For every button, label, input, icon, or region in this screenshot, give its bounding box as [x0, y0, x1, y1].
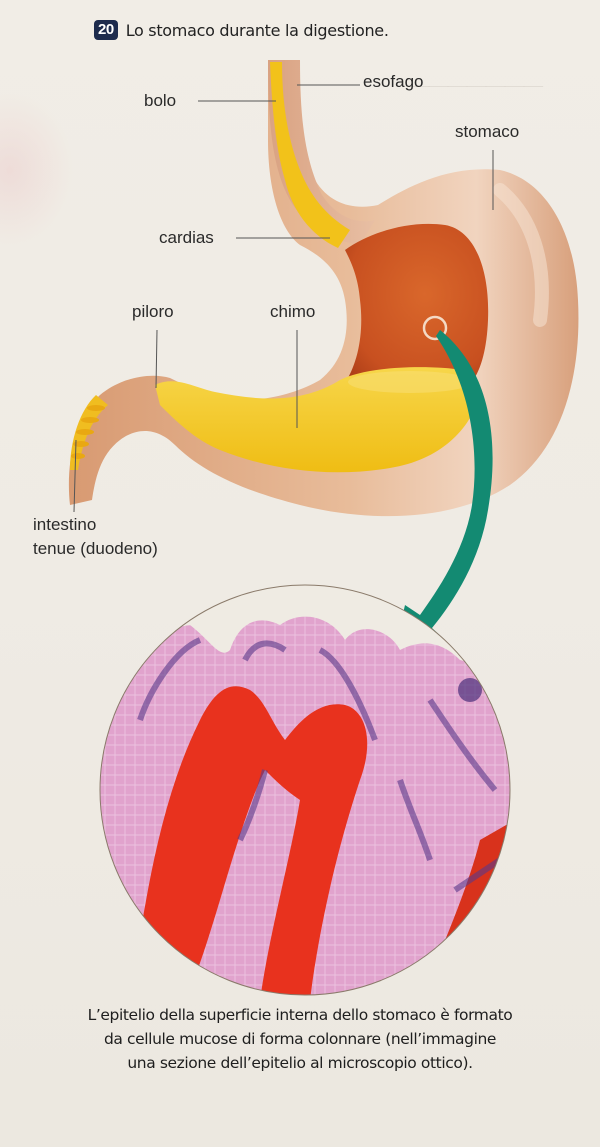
caption-line: da cellule mucose di forma colonnare (ne… — [103, 1030, 497, 1048]
label-intestino-line2: tenue (duodeno) — [33, 539, 158, 558]
caption-line: una sezione dell’epitelio al microscopio… — [127, 1054, 473, 1072]
label-chimo: chimo — [270, 302, 316, 321]
magnification-marker — [422, 315, 448, 341]
histology-micrograph — [100, 585, 510, 995]
label-esofago: esofago — [363, 72, 424, 91]
leader-lines — [73, 84, 494, 513]
label-intestino-line1: intestino — [33, 515, 97, 534]
figure-title: Lo stomaco durante la digestione. — [125, 20, 389, 40]
label-stomaco: stomaco — [455, 122, 520, 141]
label-piloro: piloro — [132, 302, 174, 321]
duodenum — [70, 395, 108, 470]
label-cardias: cardias — [159, 228, 214, 247]
caption-line: L’epitelio della superficie interna dell… — [87, 1006, 513, 1024]
chyme — [155, 367, 481, 473]
figure-header: 20 Lo stomaco durante la digestione. — [94, 20, 389, 40]
figure-caption: L’epitelio della superficie interna dell… — [40, 1003, 560, 1075]
figure-number-badge: 20 — [94, 20, 118, 40]
duodenum-folds — [71, 405, 105, 459]
magnification-arrow — [395, 330, 493, 648]
bolus — [270, 62, 350, 248]
label-bolo: bolo — [144, 91, 177, 110]
